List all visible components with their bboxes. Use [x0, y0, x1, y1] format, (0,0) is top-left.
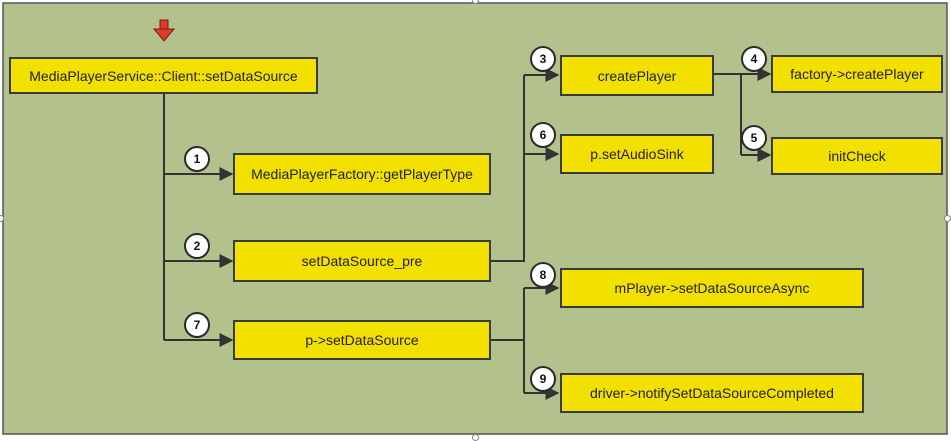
- connector-pre-to-trunk: [490, 75, 525, 262]
- node-set-datasource-async[interactable]: mPlayer->setDataSourceAsync: [560, 268, 864, 308]
- node-p-setdatasource[interactable]: p->setDataSource: [233, 320, 491, 360]
- node-label: initCheck: [828, 148, 886, 164]
- node-label: mPlayer->setDataSourceAsync: [614, 280, 810, 296]
- node-factory-create-player[interactable]: factory->createPlayer: [771, 55, 943, 93]
- step-badge-3: 3: [530, 46, 556, 72]
- step-badge-8: 8: [530, 262, 556, 288]
- selection-handle-left[interactable]: [0, 215, 4, 222]
- step-badge-4: 4: [741, 46, 767, 72]
- node-notify-completed[interactable]: driver->notifySetDataSourceCompleted: [560, 373, 864, 413]
- step-badge-7: 7: [184, 312, 210, 338]
- step-badge-6: 6: [530, 122, 556, 148]
- node-label: setDataSource_pre: [301, 253, 423, 269]
- node-label: p->setDataSource: [305, 332, 419, 348]
- node-get-player-type[interactable]: MediaPlayerFactory::getPlayerType: [233, 153, 491, 195]
- node-init-check[interactable]: initCheck: [771, 137, 943, 175]
- node-client-setdatasource[interactable]: MediaPlayerService::Client::setDataSourc…: [9, 57, 318, 94]
- node-create-player[interactable]: createPlayer: [560, 55, 714, 96]
- node-label: factory->createPlayer: [790, 66, 924, 82]
- selection-handle-right[interactable]: [944, 215, 951, 222]
- step-badge-5: 5: [741, 125, 767, 151]
- node-label: p.setAudioSink: [590, 146, 684, 162]
- step-badge-9: 9: [530, 366, 556, 392]
- node-label: MediaPlayerFactory::getPlayerType: [251, 166, 473, 182]
- node-label: driver->notifySetDataSourceCompleted: [590, 385, 834, 401]
- node-label: createPlayer: [597, 67, 677, 84]
- down-arrow-icon: [152, 19, 176, 42]
- step-badge-1: 1: [184, 146, 210, 172]
- selection-handle-top[interactable]: [472, 0, 479, 4]
- node-set-audio-sink[interactable]: p.setAudioSink: [560, 134, 714, 174]
- step-badge-2: 2: [184, 233, 210, 259]
- node-label: MediaPlayerService::Client::setDataSourc…: [29, 67, 298, 84]
- node-setdatasource-pre[interactable]: setDataSource_pre: [233, 240, 491, 282]
